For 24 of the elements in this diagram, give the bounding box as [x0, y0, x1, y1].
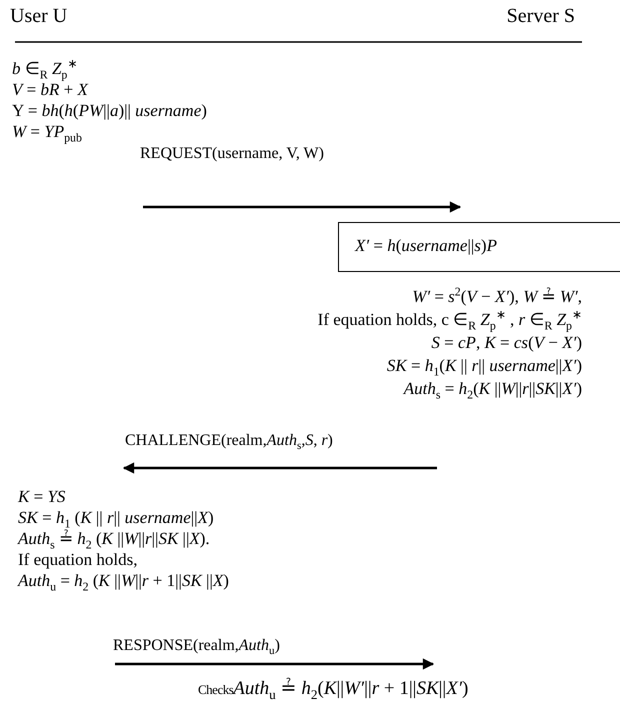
computation-box: [338, 222, 620, 272]
party-heading: Server S: [506, 5, 575, 28]
computation-text: If equation holds,: [18, 549, 138, 570]
message-arrow: [143, 201, 462, 213]
computation-text: Auth$_{u}$ = h$_{2}$ (K ||W||r + 1||SK ||X): [18, 570, 229, 591]
computation-text: W′ = s$^{2}$(V − X′), W ≟ W′,: [411, 285, 582, 308]
computation-text: W = YP$_{pub}$: [12, 121, 83, 142]
party-heading: User U: [10, 5, 68, 28]
computation-text: V = bR + X: [12, 80, 90, 100]
computation-text: Auth$_{u}$ ≟ h$_{2}$(K||W′||r + 1||SK||X′): [233, 678, 468, 699]
message-arrow: [115, 658, 434, 670]
edge-label: CHALLENGE(realm,Auth$_{s}$,S, r): [125, 432, 333, 450]
formula-text: X′ = h(username||s)P: [355, 235, 498, 256]
computation-text: Auth$_{s}$ ≟ h$_{2}$ (K ||W||r||SK ||X).: [18, 528, 211, 549]
computation-text: Checks: [198, 682, 234, 699]
computation-text: Auth$_{s}$ = h$_{2}$(K ||W||r||SK||X′): [402, 378, 582, 400]
computation-text: K = YS: [18, 486, 66, 507]
edge-label: RESPONSE(realm,Auth$_{u}$): [113, 637, 280, 655]
computation-text: S = cP, K = cs(V − X′): [430, 332, 582, 354]
computation-text: Y = bh(h(PW||a)|| username): [12, 100, 207, 121]
computation-text: SK = h$_{1}$(K || r|| username||X′): [386, 355, 582, 377]
message-arrow: [122, 462, 437, 474]
edge-label: REQUEST(username, V, W): [140, 145, 324, 163]
computation-text: SK = h$_{1}$ (K || r|| username||X): [18, 507, 215, 528]
